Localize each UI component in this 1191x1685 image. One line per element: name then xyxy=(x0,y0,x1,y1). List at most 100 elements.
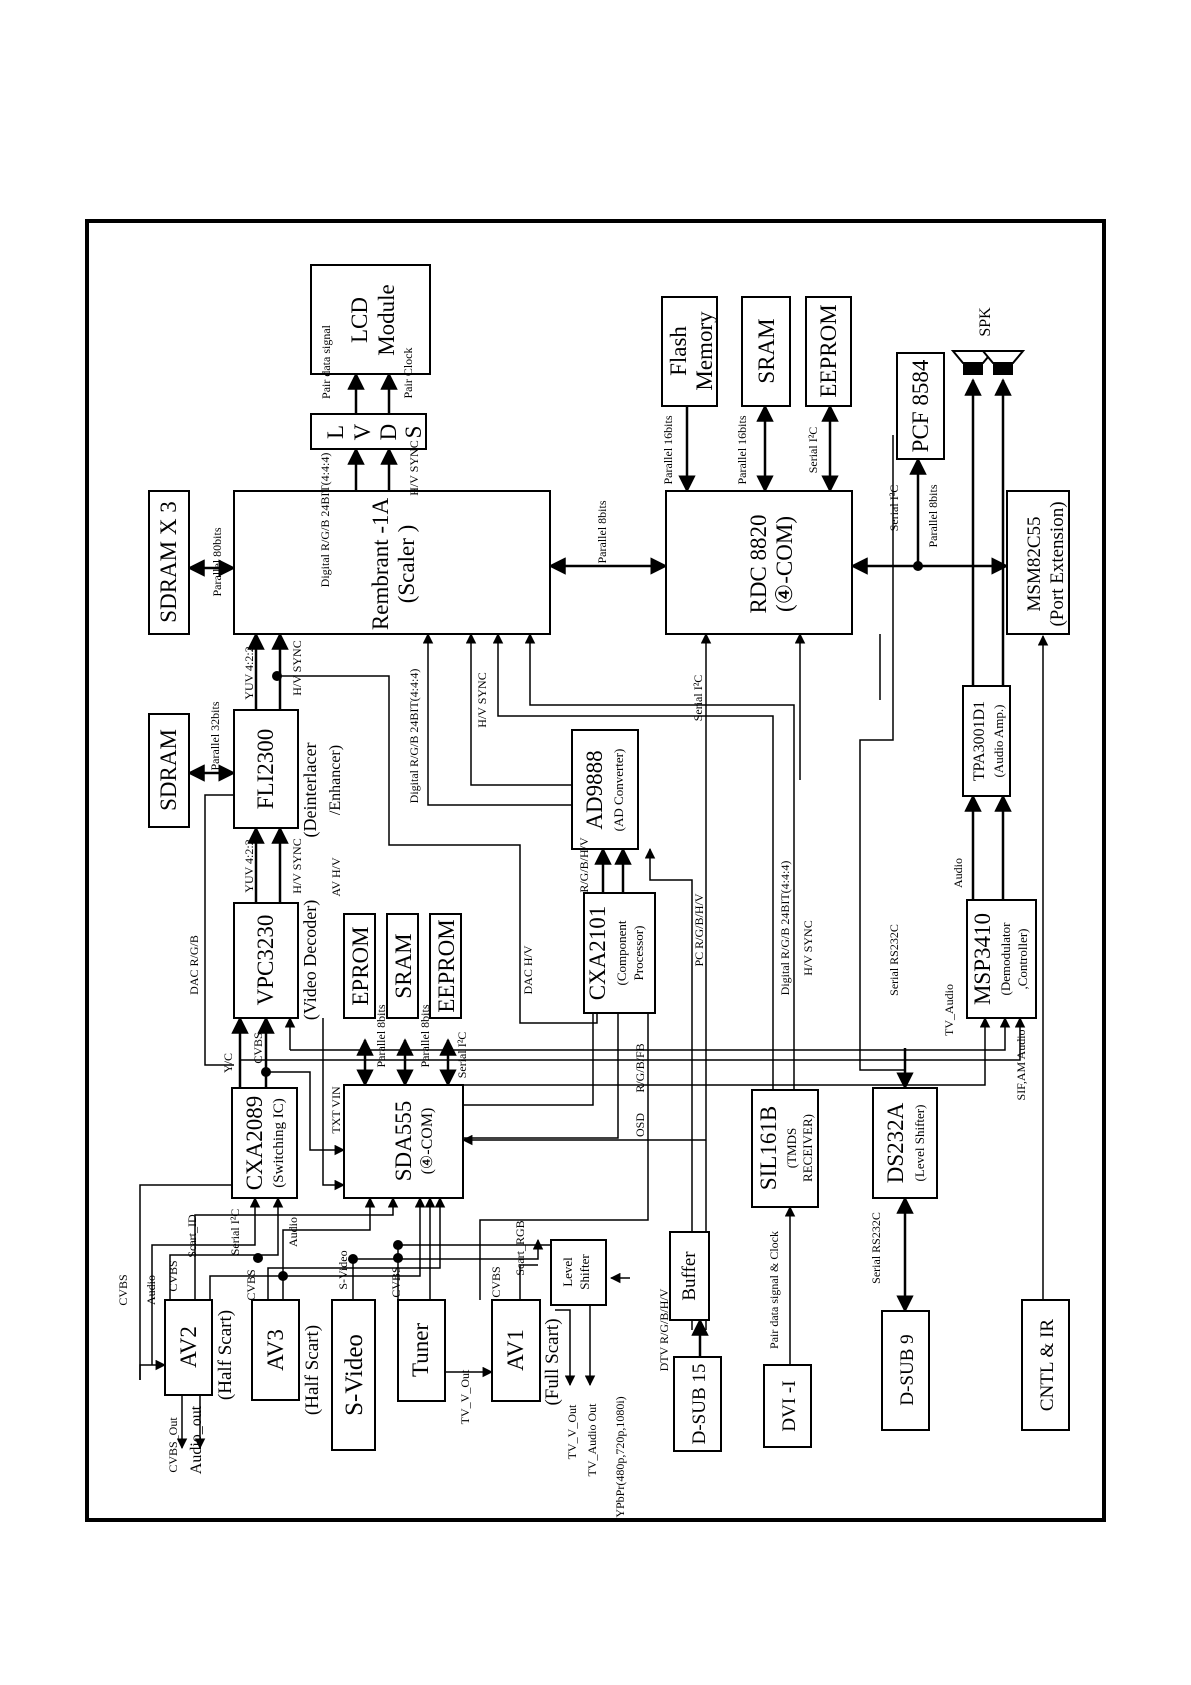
sig-cvbs-vpc: CVBS xyxy=(251,1032,265,1063)
cxa2089-block xyxy=(231,1087,298,1199)
sig-scart-rgb: Scart_RGB xyxy=(513,1220,527,1275)
sig-par8-sram: Parallel 8bits xyxy=(418,1004,432,1067)
sig-serial-i2c-eeprom: Serial I²C xyxy=(806,427,820,474)
cxa2089-label: CXA2089 xyxy=(242,1096,267,1191)
sig-yuv-top: YUV 4:2:2 xyxy=(242,646,256,699)
buffer-block xyxy=(669,1231,710,1321)
sig-par80: Parallel 80bits xyxy=(210,527,224,596)
tuner-label: Tuner xyxy=(408,1323,433,1377)
sil-sub2: RECEIVER) xyxy=(800,1114,815,1182)
sig-serial-rs232c-dsub: Serial RS232C xyxy=(869,1212,883,1284)
pcf8584-block xyxy=(896,352,945,460)
sig-par8-msm: Parallel 8bits xyxy=(926,484,940,547)
sdram-label: SDRAM xyxy=(156,729,181,811)
flash-line1: Flash xyxy=(666,326,691,376)
sig-audio-tpa: Audio xyxy=(951,858,965,888)
av3-block xyxy=(251,1299,300,1401)
sig-serial-rs232c: Serial RS232C xyxy=(887,924,901,996)
ds232-sub: (Level Shifter) xyxy=(912,1105,927,1182)
lvds-l: L xyxy=(323,425,348,439)
svideo-label: S-Video xyxy=(341,1334,368,1416)
av2-block xyxy=(164,1299,213,1396)
cntl-ir-block xyxy=(1021,1299,1070,1431)
sig-tv-v-out: TV_V_Out xyxy=(565,1404,579,1459)
dsub9-label: D-SUB 9 xyxy=(897,1334,918,1405)
sig-scart-id: Scart_ID xyxy=(185,1214,199,1258)
flash-memory-block xyxy=(661,296,718,407)
av2-label: AV2 xyxy=(176,1326,201,1368)
rdc-label: RDC 8820 xyxy=(746,514,771,613)
sig-pair-data: Pair data signal xyxy=(319,324,333,399)
sig-cvbs-av2: CVBS xyxy=(116,1274,130,1305)
ad9888-sub: (AD Converter) xyxy=(611,749,626,832)
sig-digital-rgb-ad: Digital R/G/B 24BIT(4:4:4) xyxy=(407,669,421,804)
sig-ypbpr: YPbPr(480p,720p,1080i) xyxy=(613,1396,627,1517)
sig-hv-sync-ad: H/V SYNC xyxy=(475,672,489,727)
level-shifter-line2: Shifter xyxy=(577,1254,592,1290)
lcd-line1: LCD xyxy=(347,297,372,343)
fli2300-block xyxy=(233,709,299,829)
sig-hv-sync-lvds: H/V SYNC xyxy=(407,440,421,495)
pcf-label: PCF 8584 xyxy=(908,359,933,452)
sig-par8-eprom: Parallel 8bits xyxy=(374,1004,388,1067)
cxa2101-label: CXA2101 xyxy=(585,906,610,1001)
av2-sub: (Half Scart) xyxy=(215,1310,236,1400)
signal-labels: Parallel 80bits Parallel 32bits Parallel… xyxy=(116,324,1028,1517)
sdram-x3-label: SDRAM X 3 xyxy=(156,501,181,622)
rembrant-block xyxy=(233,490,551,635)
sig-dac-hv: DAC H/V xyxy=(521,945,535,994)
sig-dac-rgb: DAC R/G/B xyxy=(187,935,201,995)
sig-tv-audio: TV_Audio xyxy=(942,984,956,1036)
eeprom-top-label: EEPROM xyxy=(816,304,841,397)
msp3410-block xyxy=(966,899,1037,1019)
eeprom-top-block xyxy=(805,296,852,407)
flash-line2: Memory xyxy=(692,311,717,391)
sig-rgb-osd: R/G/B/FB xyxy=(633,1043,647,1092)
ad9888-block xyxy=(571,729,639,850)
spk-label: SPK xyxy=(977,307,994,337)
fli-sub2: /Enhancer) xyxy=(327,745,344,815)
sig-svideo: S-Video xyxy=(336,1250,350,1289)
msm-label: MSM82C55 xyxy=(1024,516,1045,611)
buffer-label: Buffer xyxy=(679,1251,700,1301)
tuner-block xyxy=(397,1299,446,1402)
fli-sub1: (Deinterlacer xyxy=(300,743,321,838)
sig-serial-i2c-cxa: Serial I²C xyxy=(228,1209,242,1256)
rdc-sub: (④-COM) xyxy=(772,516,797,612)
sig-dtv-rgbhv: DTV R/G/B/H/V xyxy=(657,1288,671,1371)
av1-block xyxy=(491,1299,541,1402)
sig-txt-vin: TXT VIN xyxy=(329,1086,343,1134)
sig-digital-rgb-lvds: Digital R/G/B 24BIT(4:4:4) xyxy=(318,453,332,588)
eeprom-mid-label: EEPROM xyxy=(434,919,459,1012)
msp-label: MSP3410 xyxy=(970,913,995,1005)
cntl-label: CNTL & IR xyxy=(1037,1319,1058,1412)
sig-pc-rgbhv: PC R/G/B/H/V xyxy=(692,893,706,966)
sig-audio-cxa: Audio xyxy=(286,1217,300,1247)
sig-yuv-mid: YUV 4:2:2 xyxy=(242,839,256,892)
svideo-block xyxy=(331,1299,376,1451)
av3-sub: (Half Scart) xyxy=(302,1325,323,1415)
sil-label: SIL161B xyxy=(756,1106,781,1190)
sram-mid-label: SRAM xyxy=(391,933,416,998)
rdc8820-block xyxy=(665,490,853,635)
sig-cvbs-av2b: CVBS xyxy=(166,1260,180,1291)
dsub15-label: D-SUB 15 xyxy=(689,1364,710,1445)
blocks: SDRAM X 3 Rembrant -1A (Scaler ) L V D S… xyxy=(148,264,1070,1452)
lcd-line2: Module xyxy=(374,284,399,356)
vpc3230-block xyxy=(233,902,299,1019)
sram-top-label: SRAM xyxy=(754,318,779,383)
av1-sub: (Full Scart) xyxy=(542,1318,563,1405)
sig-serial-i2c-eeprom2: Serial I²C xyxy=(455,1032,469,1079)
sig-digital-rgb-sil: Digital R/G/B 24BIT(4:4:4) xyxy=(778,861,792,996)
level-shifter-block xyxy=(550,1239,607,1306)
fli-label: FLI2300 xyxy=(253,729,278,810)
sram-mid-block xyxy=(386,913,419,1019)
msp-sub1: (Demodulator xyxy=(998,922,1013,996)
sig-hv-sync-top: H/V SYNC xyxy=(290,640,304,695)
sig-hv-sync-mid: H/V SYNC xyxy=(290,838,304,893)
dvi-label: DVI -I xyxy=(779,1380,800,1431)
ad9888-label: AD9888 xyxy=(582,750,607,829)
vpc-sub: (Video Decoder) xyxy=(300,900,321,1020)
sig-serial-i2c-pcf: Serial I²C xyxy=(887,485,901,532)
